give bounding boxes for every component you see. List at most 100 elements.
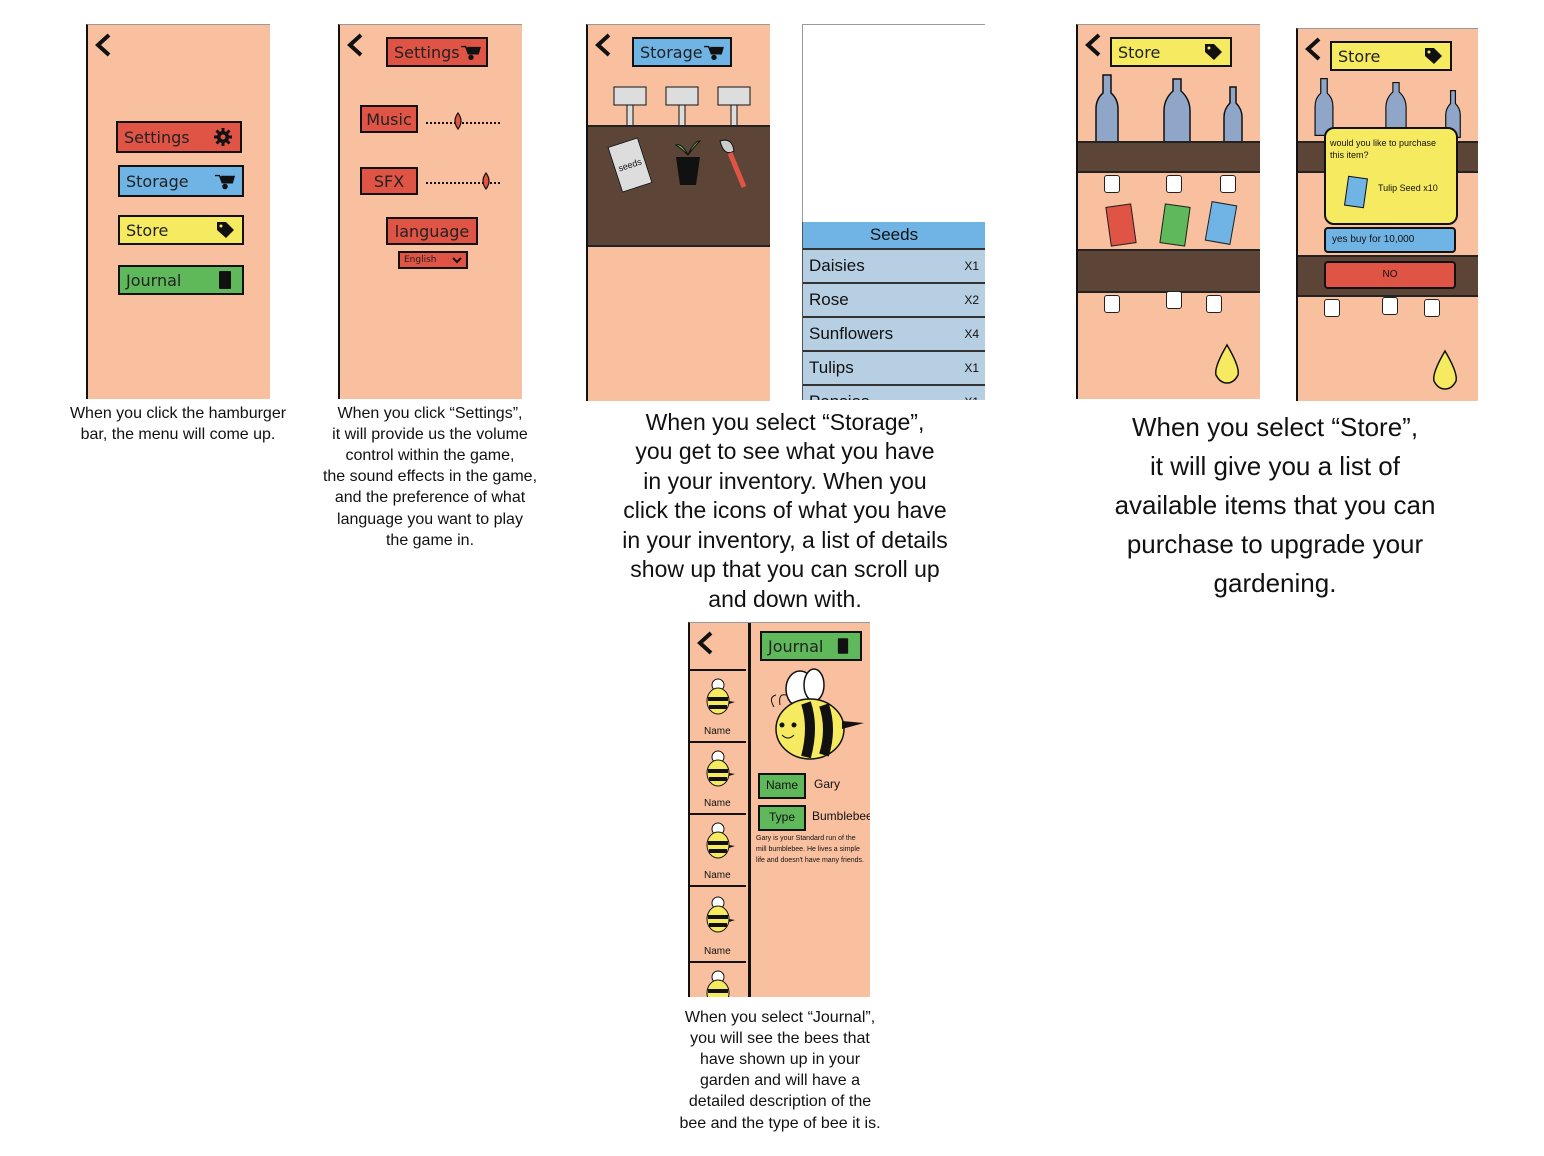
caption-line: When you click “Settings”, bbox=[337, 405, 523, 422]
bee-list-item[interactable]: Name bbox=[690, 815, 746, 887]
seed-packet-item[interactable] bbox=[1105, 203, 1137, 247]
bottle-icon[interactable] bbox=[1094, 73, 1120, 147]
tag-icon bbox=[1422, 45, 1444, 67]
settings-screen: Settings Music SFX language English bbox=[338, 24, 522, 399]
journal-title-label: Journal bbox=[768, 636, 824, 656]
sfx-volume-slider[interactable] bbox=[426, 171, 504, 191]
no-button[interactable]: NO bbox=[1324, 261, 1456, 289]
signpost-icon bbox=[717, 86, 751, 127]
bottle-icon[interactable] bbox=[1222, 85, 1244, 147]
back-row bbox=[690, 623, 746, 671]
caption-line: in your inventory, a list of details bbox=[622, 526, 948, 553]
bee-icon bbox=[706, 750, 735, 787]
item-quantity: X1 bbox=[964, 395, 979, 400]
settings-caption: When you click “Settings”, it will provi… bbox=[310, 403, 550, 551]
bee-list-sidebar[interactable]: Name Name Name Name bbox=[690, 623, 751, 997]
settings-button[interactable]: Settings bbox=[116, 121, 242, 153]
storage-screen: Storage seeds bbox=[586, 24, 770, 401]
seed-packet-item[interactable] bbox=[1159, 203, 1191, 247]
caption-line: it will provide us the volume bbox=[332, 426, 528, 444]
bottle-icon[interactable] bbox=[1162, 77, 1192, 149]
item-name: Pansies bbox=[809, 392, 869, 400]
caption-line: available items that you can bbox=[1114, 490, 1436, 520]
back-arrow-icon[interactable] bbox=[594, 33, 612, 57]
potted-plant-icon[interactable] bbox=[672, 131, 704, 187]
price-tag bbox=[1382, 297, 1398, 315]
caption-line: and down with. bbox=[708, 585, 862, 612]
bee-icon bbox=[706, 970, 730, 997]
price-tag bbox=[1104, 295, 1120, 313]
bee-list-item[interactable]: Name bbox=[690, 743, 746, 815]
back-arrow-icon[interactable] bbox=[346, 33, 364, 57]
trowel-icon[interactable] bbox=[714, 135, 754, 195]
dialog-item-label: Tulip Seed x10 bbox=[1378, 183, 1438, 193]
bee-list-item[interactable] bbox=[690, 963, 746, 997]
bee-name-label: Name bbox=[704, 726, 731, 737]
caption-line: you get to see what you have bbox=[635, 438, 935, 465]
store-title: Store bbox=[1110, 37, 1232, 67]
back-arrow-icon[interactable] bbox=[94, 33, 112, 57]
storage-detail-panel bbox=[802, 24, 985, 223]
price-tag bbox=[1324, 299, 1340, 317]
caption-line: When you click the hamburger bbox=[69, 405, 287, 422]
wheelbarrow-icon bbox=[214, 170, 236, 192]
list-item[interactable]: Pansies X1 bbox=[803, 386, 985, 400]
bee-list-item[interactable]: Name bbox=[690, 887, 746, 963]
seed-packet-label: seeds bbox=[617, 156, 643, 174]
back-arrow-icon[interactable] bbox=[696, 631, 714, 655]
back-arrow-icon[interactable] bbox=[1304, 37, 1322, 61]
name-field-label-text: Name bbox=[765, 778, 798, 792]
caption-line: detailed description of the bbox=[688, 1093, 872, 1111]
journal-caption: When you select “Journal”, you will see … bbox=[660, 1007, 900, 1134]
bee-list-item[interactable]: Name bbox=[690, 671, 746, 743]
wheelbarrow-icon bbox=[460, 41, 482, 63]
caption-line: control within the game, bbox=[345, 447, 515, 465]
seed-packet-item[interactable] bbox=[1204, 201, 1238, 245]
caption-line: garden and will have a bbox=[699, 1072, 861, 1090]
currency-drop-icon bbox=[1432, 349, 1458, 390]
storage-button[interactable]: Storage bbox=[118, 165, 244, 197]
wheelbarrow-icon bbox=[703, 41, 725, 63]
store-title: Store bbox=[1330, 41, 1452, 71]
seed-list-header: Seeds bbox=[803, 222, 985, 250]
language-select[interactable]: English bbox=[398, 251, 468, 269]
price-tag bbox=[1166, 291, 1182, 309]
caption-line: When you select “Storage”, bbox=[645, 409, 925, 435]
music-label: Music bbox=[360, 105, 418, 133]
menu-screen: Settings Storage Store Journal bbox=[86, 24, 270, 399]
bee-name-label: Name bbox=[704, 870, 731, 881]
yes-buy-button[interactable]: yes buy for 10,000 bbox=[1324, 227, 1456, 253]
dialog-question: would you like to purchase this item? bbox=[1330, 138, 1437, 160]
sfx-label: SFX bbox=[360, 167, 418, 195]
language-label-text: language bbox=[394, 221, 470, 241]
item-name: Daisies bbox=[809, 256, 865, 275]
tag-icon bbox=[214, 219, 236, 241]
bee-name-label: Name bbox=[704, 798, 731, 809]
price-tag bbox=[1424, 299, 1440, 317]
bottle-icon bbox=[1445, 90, 1461, 138]
book-icon bbox=[832, 635, 854, 657]
journal-button[interactable]: Journal bbox=[118, 265, 244, 295]
bee-description: Gary is your Standard run of the mill bu… bbox=[756, 835, 864, 864]
storage-caption: When you select “Storage”, you get to se… bbox=[610, 408, 960, 614]
music-volume-slider[interactable] bbox=[426, 111, 504, 131]
caption-line: the sound effects in the game, bbox=[322, 468, 538, 486]
language-label: language bbox=[386, 217, 478, 245]
back-arrow-icon[interactable] bbox=[1084, 33, 1102, 57]
caption-line: show up that you can scroll up bbox=[630, 556, 940, 583]
caption-line: you will see the bees that bbox=[690, 1030, 870, 1048]
gear-icon bbox=[212, 126, 234, 148]
storage-title: Storage bbox=[632, 37, 732, 67]
language-select-value: English bbox=[404, 255, 437, 265]
store-title-label: Store bbox=[1118, 42, 1161, 62]
purchase-dialog: would you like to purchase this item? Tu… bbox=[1324, 127, 1458, 225]
store-button[interactable]: Store bbox=[118, 215, 244, 245]
price-tag bbox=[1206, 295, 1222, 313]
bee-icon bbox=[706, 822, 735, 859]
store-caption: When you select “Store”, it will give yo… bbox=[1090, 408, 1460, 603]
